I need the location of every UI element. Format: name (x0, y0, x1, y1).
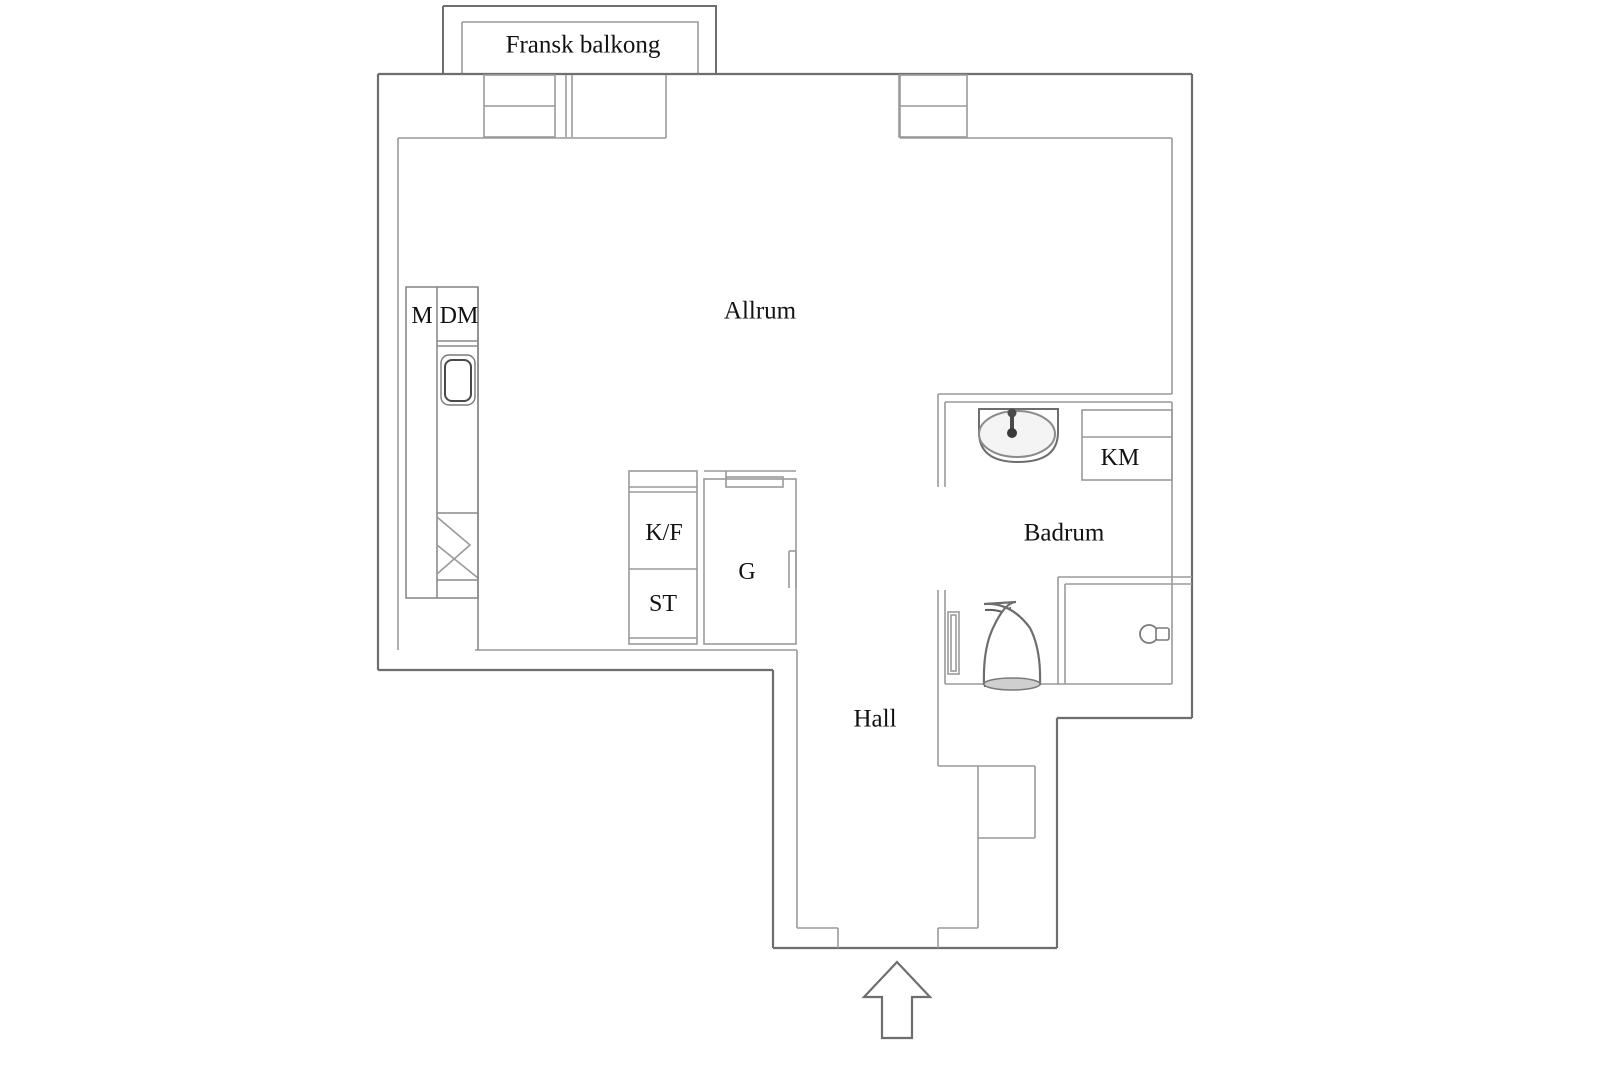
inner-wall-faces (397, 137, 1173, 651)
wardrobe-g (703, 470, 797, 645)
balcony-inner (461, 21, 699, 75)
label-fransk-balkong: Fransk balkong (505, 31, 661, 59)
label-dishwasher: DM (439, 303, 479, 329)
balcony-railing (461, 21, 699, 75)
window-balcony-door (483, 74, 573, 138)
faucet-head (1007, 408, 1017, 418)
entrance-arrow-shape (861, 960, 933, 1040)
kitchen-group (405, 286, 479, 650)
toilet-base (983, 677, 1041, 691)
bathroom-door-jamb-inner (950, 614, 957, 672)
washbasin-bowl (978, 410, 1056, 458)
shower-group (1057, 576, 1192, 684)
toilet-group (982, 600, 1042, 691)
label-allrum: Allrum (723, 297, 797, 325)
label-wardrobe: G (738, 559, 756, 585)
faucet-base (1007, 428, 1017, 438)
kf-st-outer (628, 470, 698, 645)
stove-inner (444, 359, 472, 402)
hall-walls (796, 650, 1036, 948)
label-hall: Hall (853, 705, 897, 733)
kf-st-closet (628, 470, 698, 645)
kitchen-sink-diag (436, 544, 479, 579)
label-badrum: Badrum (1023, 519, 1105, 547)
label-fridge-freezer: K/F (645, 520, 683, 546)
kitchen-counter-outer (405, 286, 479, 599)
stove-outer (440, 354, 476, 406)
outer-walls (376, 72, 1194, 950)
label-microwave: M (411, 303, 433, 329)
balcony-outer-wall (442, 5, 717, 75)
label-washing-machine: KM (1100, 445, 1140, 471)
bathroom-walls (937, 393, 1173, 718)
window-top-right (665, 74, 968, 138)
kitchen-sink-vee (436, 516, 472, 575)
washing-machine-km (1081, 409, 1173, 481)
toilet-bowl (982, 600, 1042, 686)
bathroom-door-jamb (947, 611, 960, 675)
wardrobe-header (725, 476, 784, 488)
label-storage: ST (648, 591, 678, 617)
washbasin-group (978, 408, 1059, 464)
km-outer (1081, 409, 1173, 481)
entrance-arrow (861, 960, 933, 1040)
balcony-group (442, 5, 717, 75)
shower-head-bracket (1155, 627, 1170, 641)
